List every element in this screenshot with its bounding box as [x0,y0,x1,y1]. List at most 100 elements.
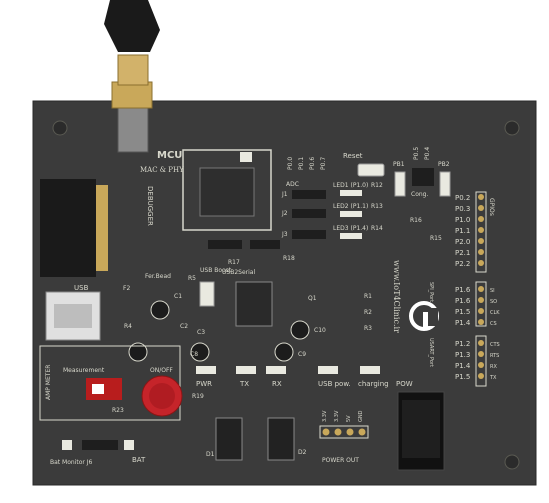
gpio-pins-pad[interactable] [478,238,484,244]
uart-pins-pad[interactable] [478,340,484,346]
gpio-pins-label: P0.3 [455,205,470,213]
spi-header: SPI_Port [428,281,487,327]
switch-slider [92,384,104,394]
pb1-label: PB1 [393,161,405,168]
svg-text:LED3 (P1.4): LED3 (P1.4) [333,225,368,232]
mcu-bottom-header [208,240,242,249]
power-pin-label: 3.3V [322,410,328,422]
gpio-header: GPIOs [475,191,495,273]
power-pin-label: GND [358,410,364,422]
spi_sig-label: CS [490,321,497,327]
svg-text:P0.0: P0.0 [287,157,294,170]
svg-text:R13: R13 [371,203,383,210]
spi_sig-label: SI [490,288,495,294]
r4-label: R4 [124,323,132,330]
website-label: www.IoT4Clinic.ir [392,260,401,333]
p04-label: P0.4 [424,147,431,160]
gpio-pins-label: P1.1 [455,227,470,235]
power-pin-pad[interactable] [322,428,330,436]
adc-jumpers: J1 J2 J3 [281,190,326,239]
c8-label: C8 [190,351,198,358]
power-out-header: POWER OUT [319,425,369,464]
spi-pins-pad[interactable] [478,286,484,292]
gpio-pins-pad[interactable] [478,205,484,211]
svg-text:Bat Monitor J6: Bat Monitor J6 [50,459,93,466]
gpio-pins-pad[interactable] [478,260,484,266]
svg-text:LED1 (P1.0): LED1 (P1.0) [333,182,368,189]
usb-label: USB [74,284,89,292]
diode-d2 [267,417,295,461]
gpio-pins-pad[interactable] [478,194,484,200]
d1-label: D1 [206,451,215,458]
svg-text:GPIOs: GPIOs [488,198,495,216]
svg-text:POWER OUT: POWER OUT [322,457,359,464]
mounting-hole [504,454,520,470]
bat-monitor-header: Bat Monitor J6 BAT [50,440,146,466]
svg-text:PWR: PWR [196,380,212,388]
svg-text:LED2 (P1.1): LED2 (P1.1) [333,203,368,210]
on-off-button-cap [149,383,175,409]
q1-label: Q1 [308,295,317,302]
uart-pins-pad[interactable] [478,351,484,357]
mcu-bottom-header-2 [250,240,280,249]
power-pin-pad[interactable] [334,428,342,436]
c1-label: C1 [174,293,182,300]
svg-text:TX: TX [239,380,249,388]
uart-pins-pad[interactable] [478,373,484,379]
spi_sig-label: CLK [490,310,500,316]
spi-pins-pad[interactable] [478,308,484,314]
dc-jack-opening [402,400,440,458]
pow-label: POW [396,380,413,388]
gpio-pins-label: P2.1 [455,249,470,257]
debugger-connector: DEBUGGER [40,179,154,277]
pb1-button[interactable] [394,171,406,197]
reset-label: Reset [343,152,363,160]
capacitor [274,342,294,362]
p0-header-labels: P0.0 P0.1 P0.6 P0.7 [287,157,327,170]
gpio-pins-pad[interactable] [478,227,484,233]
svg-text:BAT: BAT [132,456,146,464]
svg-text:R14: R14 [371,225,383,232]
c9-label: C9 [298,351,306,358]
svg-text:P0.7: P0.7 [320,157,327,170]
spi-pins-pad[interactable] [478,297,484,303]
gpio-pins-pad[interactable] [478,249,484,255]
r19-label: R19 [192,393,204,400]
user-leds: LED1 (P1.0) LED2 (P1.1) LED3 (P1.4) R12 … [333,182,442,242]
uart-pins-pad[interactable] [478,362,484,368]
uart-header: USART_Port [428,335,487,387]
spi-pins-label: P1.6 [455,286,471,294]
spi-pins-pad[interactable] [478,319,484,325]
mounting-hole [504,120,520,136]
reset-button[interactable] [357,163,385,177]
svg-text:P0.6: P0.6 [309,157,316,170]
mac-phy-label: MAC & PHY [140,166,184,174]
status-leds: PWR TX RX USB pow. charging [196,366,389,388]
config-jumper[interactable] [412,168,434,186]
usb2serial-chip [235,281,273,327]
uart_sig-label: TX [489,375,497,381]
svg-text:J1: J1 [281,191,288,198]
gpio-pins-pad[interactable] [478,216,484,222]
antenna [104,0,160,153]
capacitor [128,342,148,362]
ferbead-label: Fer.Bead [145,273,171,280]
svg-text:R15: R15 [430,235,442,242]
svg-text:USB pow.: USB pow. [318,380,351,388]
usb-boost-label: USB Boost [200,267,232,274]
power-pin-pad[interactable] [346,428,354,436]
svg-text:R16: R16 [410,217,422,224]
power-pin-label: 3.3V [334,410,340,422]
d2-label: D2 [298,449,307,456]
power-pin-pad[interactable] [358,428,366,436]
usb-boost-button[interactable] [199,281,215,307]
svg-text:J3: J3 [281,231,288,238]
gpio-pins-label: P2.0 [455,238,470,246]
spi-pins-label: P1.5 [455,308,470,316]
pb2-button[interactable] [439,171,451,197]
svg-text:USART_Port: USART_Port [428,338,434,367]
spi-pins-label: P1.6 [455,297,471,305]
